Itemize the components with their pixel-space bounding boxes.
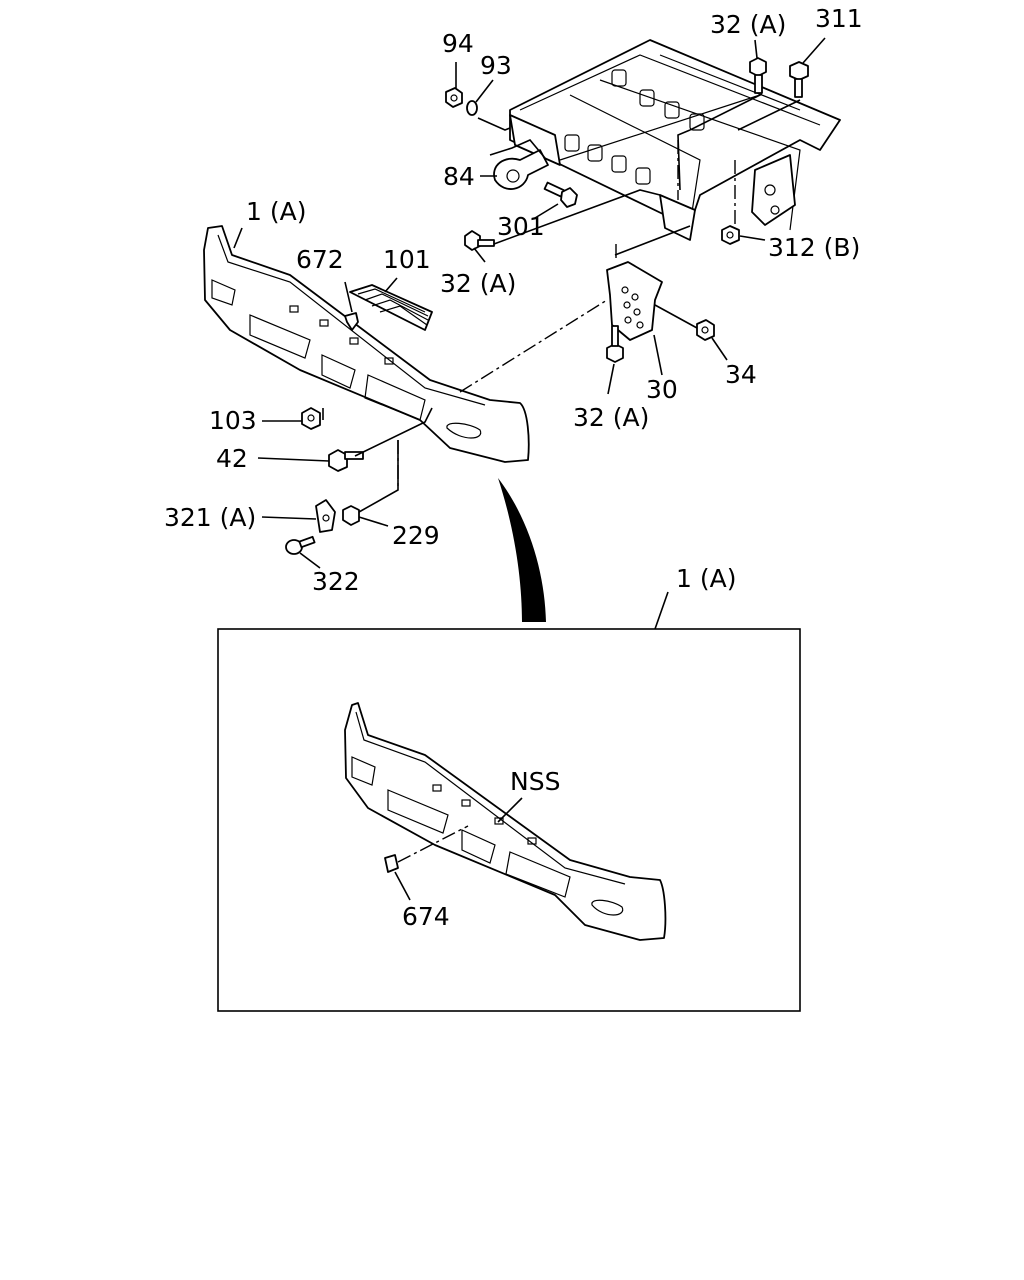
- nut-229: [342, 505, 360, 526]
- bolt-32a-top: [749, 57, 767, 94]
- label-32a-mid: 32 (A): [440, 269, 516, 298]
- tow-hook-84: [493, 149, 549, 190]
- label-312b: 312 (B): [768, 233, 860, 262]
- grille-plate-101: [349, 284, 433, 331]
- bolt-32a-low: [606, 325, 624, 363]
- bracket-321a: [315, 499, 336, 533]
- label-103: 103: [209, 406, 257, 435]
- label-1a-main: 1 (A): [246, 197, 306, 226]
- nut-94: [445, 87, 463, 108]
- label-301: 301: [497, 212, 545, 241]
- label-93: 93: [480, 51, 512, 80]
- label-311: 311: [815, 4, 863, 33]
- phantom-lines: [397, 140, 736, 490]
- clip-674: [384, 854, 399, 873]
- leader-lines: [233, 37, 826, 569]
- nut-103: [301, 407, 321, 430]
- nut-312b: [721, 225, 740, 245]
- label-1a-detail: 1 (A): [676, 564, 736, 593]
- label-84: 84: [443, 162, 475, 191]
- label-30: 30: [646, 375, 678, 404]
- label-42: 42: [216, 444, 248, 473]
- bolt-301: [543, 181, 578, 208]
- label-321a: 321 (A): [164, 503, 256, 532]
- washer-93: [466, 100, 478, 116]
- label-672: 672: [296, 245, 344, 274]
- label-nss: NSS: [510, 767, 560, 796]
- detail-bumper: [344, 702, 667, 941]
- bolt-32a-mid: [464, 230, 495, 251]
- label-229: 229: [392, 521, 440, 550]
- label-94: 94: [442, 29, 474, 58]
- label-32a-low: 32 (A): [573, 403, 649, 432]
- clip-672: [344, 312, 359, 331]
- detail-callout-arrow: [498, 478, 546, 622]
- bolt-311: [789, 61, 809, 98]
- bumper-bracket-30: [606, 261, 663, 341]
- part-labels: 94 93 32 (A) 311 84 301 1 (A) 672 101 32…: [164, 4, 863, 931]
- screw-322: [285, 535, 316, 555]
- label-34: 34: [725, 360, 757, 389]
- detail-view-box: [217, 628, 801, 1012]
- label-322: 322: [312, 567, 360, 596]
- label-674: 674: [402, 902, 450, 931]
- nut-34: [696, 319, 715, 341]
- bolt-42: [328, 449, 364, 472]
- label-101: 101: [383, 245, 431, 274]
- label-32a-top: 32 (A): [710, 10, 786, 39]
- front-bumper-1a: [203, 225, 530, 463]
